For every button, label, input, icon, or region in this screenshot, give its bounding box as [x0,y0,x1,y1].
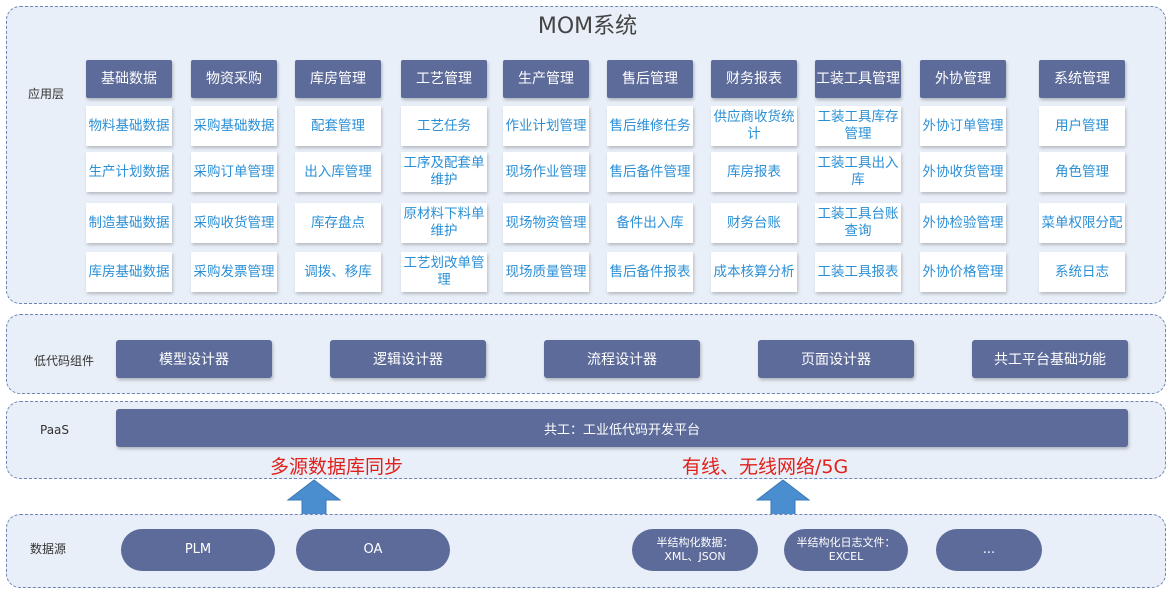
page-designer-button[interactable]: 页面设计器 [758,340,914,378]
source-sublabel: EXCEL [828,550,864,563]
module-item[interactable]: 采购订单管理 [191,152,277,192]
module-item[interactable]: 制造基础数据 [86,203,172,243]
module-header[interactable]: 工艺管理 [401,60,487,98]
page-title: MOM系统 [537,14,638,39]
module-item[interactable]: 现场作业管理 [503,152,589,192]
module-item[interactable]: 工艺任务 [401,106,487,146]
module-item[interactable]: 售后备件报表 [607,252,693,292]
source-sublabel: XML、JSON [664,550,726,563]
flow-designer-button[interactable]: 流程设计器 [544,340,700,378]
module-item[interactable]: 出入库管理 [295,152,381,192]
module-item[interactable]: 原材料下料单维护 [401,203,487,243]
module-item[interactable]: 调拨、移库 [295,252,381,292]
module-item[interactable]: 工序及配套单维护 [401,152,487,192]
module-item[interactable]: 系统日志 [1039,252,1125,292]
module-header[interactable]: 系统管理 [1039,60,1125,98]
source-label: ... [982,542,996,557]
module-item[interactable]: 工装工具库存管理 [815,106,901,146]
module-item[interactable]: 外协检验管理 [920,203,1006,243]
module-item[interactable]: 现场物资管理 [503,203,589,243]
oa-source[interactable]: OA [296,529,450,571]
module-item[interactable]: 库房报表 [711,152,797,192]
module-header[interactable]: 工装工具管理 [815,60,901,98]
module-item[interactable]: 售后维修任务 [607,106,693,146]
module-item[interactable]: 生产计划数据 [86,152,172,192]
module-item[interactable]: 现场质量管理 [503,252,589,292]
module-item[interactable]: 外协价格管理 [920,252,1006,292]
module-header[interactable]: 物资采购 [191,60,277,98]
module-item[interactable]: 采购发票管理 [191,252,277,292]
paas-layer-label: PaaS [40,423,70,437]
semi-structured-log-source[interactable]: 半结构化日志文件： EXCEL [784,529,908,571]
module-header[interactable]: 售后管理 [607,60,693,98]
module-header[interactable]: 库房管理 [295,60,381,98]
module-item[interactable]: 角色管理 [1039,152,1125,192]
logic-designer-button[interactable]: 逻辑设计器 [330,340,486,378]
paas-platform-bar[interactable]: 共工：工业低代码开发平台 [116,409,1128,447]
module-item[interactable]: 售后备件管理 [607,152,693,192]
module-header[interactable]: 外协管理 [920,60,1006,98]
module-item[interactable]: 作业计划管理 [503,106,589,146]
module-item[interactable]: 成本核算分析 [711,252,797,292]
plm-source[interactable]: PLM [121,529,275,571]
module-item[interactable]: 供应商收货统计 [711,106,797,146]
network-label: 有线、无线网络/5G [682,456,849,478]
module-item[interactable]: 备件出入库 [607,203,693,243]
module-item[interactable]: 采购收货管理 [191,203,277,243]
module-item[interactable]: 库房基础数据 [86,252,172,292]
source-label: 半结构化数据： [656,536,734,549]
lowcode-layer-label: 低代码组件 [34,354,95,368]
more-sources[interactable]: ... [936,529,1042,571]
module-item[interactable]: 库存盘点 [295,203,381,243]
module-item[interactable]: 物料基础数据 [86,106,172,146]
module-item[interactable]: 采购基础数据 [191,106,277,146]
platform-base-button[interactable]: 共工平台基础功能 [972,340,1128,378]
module-item[interactable]: 工装工具报表 [815,252,901,292]
module-item[interactable]: 工装工具台账查询 [815,203,901,243]
module-header[interactable]: 财务报表 [711,60,797,98]
module-item[interactable]: 用户管理 [1039,106,1125,146]
module-header[interactable]: 基础数据 [86,60,172,98]
module-header[interactable]: 生产管理 [503,60,589,98]
db-sync-label: 多源数据库同步 [270,456,404,478]
source-label: OA [363,542,383,557]
source-label: PLM [184,542,212,557]
semi-structured-data-source[interactable]: 半结构化数据： XML、JSON [632,529,758,571]
module-item[interactable]: 工艺划改单管理 [401,252,487,292]
module-item[interactable]: 菜单权限分配 [1039,203,1125,243]
source-label: 半结构化日志文件： [796,536,896,549]
model-designer-button[interactable]: 模型设计器 [116,340,272,378]
datasource-layer-label: 数据源 [30,542,67,556]
module-item[interactable]: 工装工具出入库 [815,152,901,192]
module-item[interactable]: 外协收货管理 [920,152,1006,192]
module-item[interactable]: 配套管理 [295,106,381,146]
module-item[interactable]: 外协订单管理 [920,106,1006,146]
module-item[interactable]: 财务台账 [711,203,797,243]
application-layer-label: 应用层 [28,87,65,101]
